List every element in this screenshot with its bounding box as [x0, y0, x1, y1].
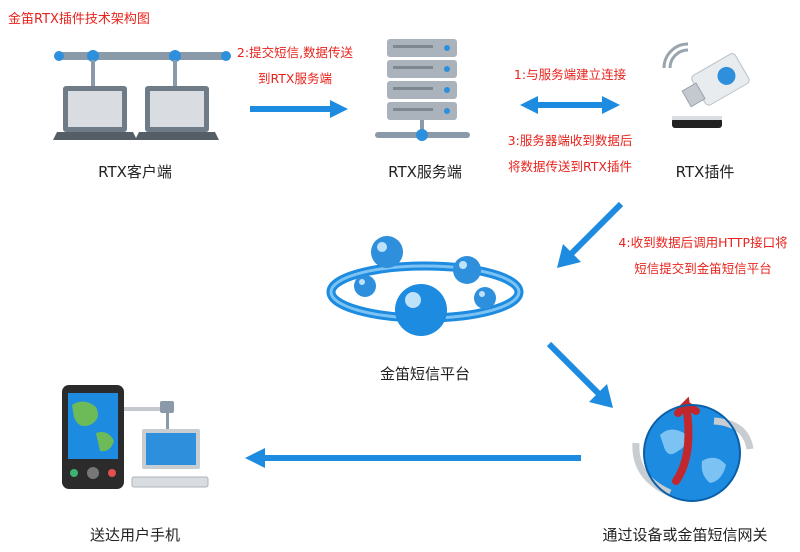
diagram-title: 金笛RTX插件技术架构图	[8, 12, 150, 27]
step-1-label: 1:与服务端建立连接	[513, 67, 627, 82]
rtx-server-label: RTX服务端	[388, 163, 462, 181]
arrow-server-plugin-bidirectional	[520, 96, 620, 114]
arrow-platform-to-gateway	[546, 341, 613, 408]
arrow-gateway-to-phone	[245, 448, 581, 468]
rtx-plugin-icon	[662, 42, 750, 128]
gateway-label: 通过设备或金笛短信网关	[602, 526, 768, 544]
step-4-line-1: 4:收到数据后调用HTTP接口将	[618, 235, 788, 250]
arrow-client-to-server	[250, 100, 348, 118]
sms-platform-label: 金笛短信平台	[379, 365, 470, 383]
step-2-line-1: 2:提交短信,数据传送	[236, 45, 354, 60]
rtx-plugin-label: RTX插件	[675, 163, 735, 181]
step-4-line-2: 短信提交到金笛短信平台	[634, 261, 772, 276]
step-3-label: 3:服务器端收到数据后 将数据传送到RTX插件	[495, 128, 645, 180]
arrow-plugin-to-platform	[557, 201, 624, 268]
step-3-line-1: 3:服务器端收到数据后	[507, 133, 633, 148]
user-phone-label: 送达用户手机	[89, 526, 180, 544]
sms-platform-icon	[326, 236, 524, 336]
rtx-client-icon	[53, 50, 231, 140]
step-2-label: 2:提交短信,数据传送 到RTX服务端	[225, 40, 365, 92]
user-phone-icon	[62, 385, 209, 489]
step-2-line-2: 到RTX服务端	[258, 71, 332, 86]
rtx-server-icon	[375, 39, 470, 141]
rtx-client-label: RTX客户端	[98, 163, 172, 181]
gateway-globe-icon	[632, 396, 754, 502]
step-3-line-2: 将数据传送到RTX插件	[508, 159, 632, 174]
step-4-label: 4:收到数据后调用HTTP接口将 短信提交到金笛短信平台	[608, 230, 798, 282]
